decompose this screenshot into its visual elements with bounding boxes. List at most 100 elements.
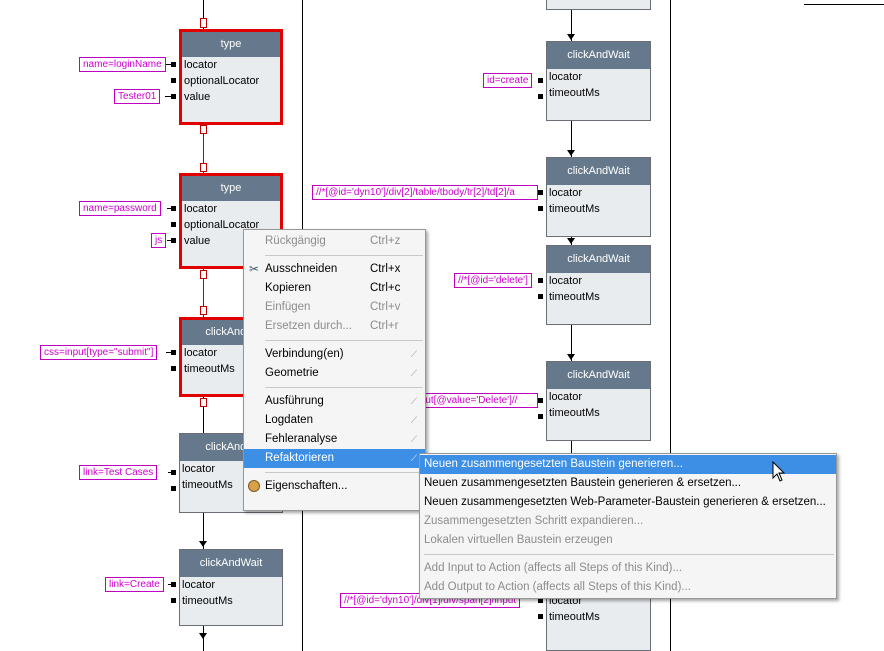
- step-node-type-login[interactable]: type locator optionalLocator value: [179, 29, 283, 125]
- menu-item-label: Einfügen: [265, 301, 311, 313]
- param-value[interactable]: link=Test Cases: [79, 465, 158, 480]
- param-value[interactable]: //*[@id='dyn10']/div[2]/table/tbody/tr[2…: [312, 185, 538, 200]
- input-port[interactable]: [538, 78, 543, 83]
- input-port[interactable]: [171, 486, 176, 491]
- param-value[interactable]: name=loginName: [79, 57, 166, 72]
- input-port[interactable]: [171, 470, 176, 475]
- connector-arrow: [567, 34, 575, 40]
- param-link: [166, 352, 173, 353]
- submenu-arrow-icon: ⟋: [410, 453, 417, 463]
- input-port[interactable]: [538, 294, 543, 299]
- input-port[interactable]: [171, 222, 176, 227]
- menu-item-copy[interactable]: Kopieren Ctrl+c: [244, 279, 425, 298]
- step-node-click-dyn10-link[interactable]: clickAndWait locator timeoutMs: [546, 157, 651, 237]
- step-node-click-delete-confirm[interactable]: clickAndWait locator timeoutMs: [546, 361, 651, 441]
- node-title: clickAndWait: [180, 550, 282, 577]
- param-value[interactable]: link=Create: [105, 577, 164, 592]
- connector-arrow: [567, 150, 575, 156]
- connector-arrow: [199, 541, 207, 547]
- port-label: timeoutMs: [184, 363, 235, 375]
- submenu-arrow-icon: ⟋: [410, 396, 417, 406]
- port-label: value: [184, 235, 211, 247]
- menu-item-label: Fehleranalyse: [265, 433, 338, 445]
- menu-item-label: Geometrie: [265, 367, 319, 379]
- connector: [571, 10, 572, 41]
- input-port[interactable]: [171, 582, 176, 587]
- port-label: timeoutMs: [182, 479, 233, 491]
- connector-arrow: [567, 354, 575, 360]
- menu-item-cut[interactable]: ✂ Ausschneiden Ctrl+x: [244, 260, 425, 279]
- step-node-click-id-create[interactable]: clickAndWait locator timeoutMs: [546, 41, 651, 121]
- input-port[interactable]: [538, 398, 543, 403]
- param-value[interactable]: //*[@id='delete']: [454, 273, 532, 288]
- param-value[interactable]: //input[@value='Delete']: [408, 393, 538, 408]
- menu-item-shortcut: Ctrl+v: [370, 301, 401, 313]
- step-node-click-create[interactable]: clickAndWait locator timeoutMs: [179, 549, 283, 626]
- param-value[interactable]: Tester01: [114, 89, 161, 104]
- submenu-item-expand-composite[interactable]: Zusammengesetzten Schritt expandieren...: [420, 512, 836, 531]
- menu-item-label: Neuen zusammengesetzten Baustein generie…: [424, 477, 742, 489]
- param-link: [167, 240, 173, 241]
- input-port[interactable]: [171, 238, 176, 243]
- submenu-item-create-local-virtual[interactable]: Lokalen virtuellen Baustein erzeugen: [420, 531, 836, 550]
- input-port[interactable]: [171, 62, 176, 67]
- step-node-partial-bottom[interactable]: locator timeoutMs: [546, 590, 651, 651]
- param-value[interactable]: name=password: [79, 201, 161, 216]
- submenu-item-generate-web-param-replace[interactable]: Neuen zusammengesetzten Web-Parameter-Ba…: [420, 493, 836, 512]
- param-value[interactable]: js: [151, 233, 167, 248]
- port-label: timeoutMs: [549, 611, 600, 623]
- connector: [571, 120, 572, 157]
- menu-item-label: Ausschneiden: [265, 263, 338, 275]
- node-title: type: [182, 32, 280, 57]
- input-port[interactable]: [538, 278, 543, 283]
- submenu-arrow-icon: ⟋: [410, 349, 417, 359]
- menu-item-error-analysis[interactable]: Fehleranalyse ⟋: [244, 430, 425, 449]
- input-port[interactable]: [171, 206, 176, 211]
- port-label: timeoutMs: [549, 87, 600, 99]
- input-port[interactable]: [538, 614, 543, 619]
- param-link: [165, 64, 173, 65]
- param-value[interactable]: id=create: [483, 73, 533, 88]
- menu-item-label: Zusammengesetzten Schritt expandieren...: [424, 515, 644, 527]
- input-port[interactable]: [538, 206, 543, 211]
- input-port[interactable]: [538, 190, 543, 195]
- menu-item-geometry[interactable]: Geometrie ⟋: [244, 364, 425, 383]
- node-title: type: [182, 176, 280, 201]
- input-port[interactable]: [171, 366, 176, 371]
- connector-marker: [200, 270, 207, 279]
- step-node-click-delete[interactable]: clickAndWait locator timeoutMs: [546, 245, 651, 325]
- submenu-item-generate-composite[interactable]: Neuen zusammengesetzten Baustein generie…: [420, 455, 836, 474]
- port-label: locator: [549, 275, 583, 287]
- menu-item-refactor[interactable]: Refaktorieren ⟋: [244, 449, 425, 468]
- param-link: [167, 208, 173, 209]
- menu-item-label: Logdaten: [265, 414, 313, 426]
- input-port[interactable]: [171, 94, 176, 99]
- param-link: [168, 584, 173, 585]
- input-port[interactable]: [538, 414, 543, 419]
- menu-item-execution[interactable]: Ausführung ⟋: [244, 392, 425, 411]
- param-value[interactable]: css=input[type="submit"]: [40, 345, 158, 360]
- menu-item-replace[interactable]: Ersetzen durch... Ctrl+r: [244, 317, 425, 336]
- input-port[interactable]: [538, 598, 543, 603]
- menu-item-label: Lokalen virtuellen Baustein erzeugen: [424, 534, 613, 546]
- context-menu: Rückgängig Ctrl+z ✂ Ausschneiden Ctrl+x …: [243, 229, 426, 511]
- input-port[interactable]: [538, 94, 543, 99]
- menu-item-undo[interactable]: Rückgängig Ctrl+z: [244, 232, 425, 251]
- menu-item-label: Ausführung: [265, 395, 324, 407]
- menu-separator: [424, 554, 834, 555]
- menu-item-label: Refaktorieren: [265, 452, 335, 464]
- submenu-item-generate-composite-replace[interactable]: Neuen zusammengesetzten Baustein generie…: [420, 474, 836, 493]
- submenu-item-add-input[interactable]: Add Input to Action (affects all Steps o…: [420, 559, 836, 578]
- submenu-item-add-output[interactable]: Add Output to Action (affects all Steps …: [420, 578, 836, 597]
- port-label: locator: [549, 391, 583, 403]
- input-port[interactable]: [171, 78, 176, 83]
- menu-item-logdata[interactable]: Logdaten ⟋: [244, 411, 425, 430]
- input-port[interactable]: [171, 598, 176, 603]
- menu-item-properties[interactable]: Eigenschaften...: [244, 477, 425, 496]
- port-label: locator: [549, 71, 583, 83]
- input-port[interactable]: [171, 350, 176, 355]
- menu-separator: [265, 472, 423, 473]
- menu-item-connections[interactable]: Verbindung(en) ⟋: [244, 345, 425, 364]
- step-node-partial[interactable]: [546, 0, 651, 10]
- menu-item-paste[interactable]: Einfügen Ctrl+v: [244, 298, 425, 317]
